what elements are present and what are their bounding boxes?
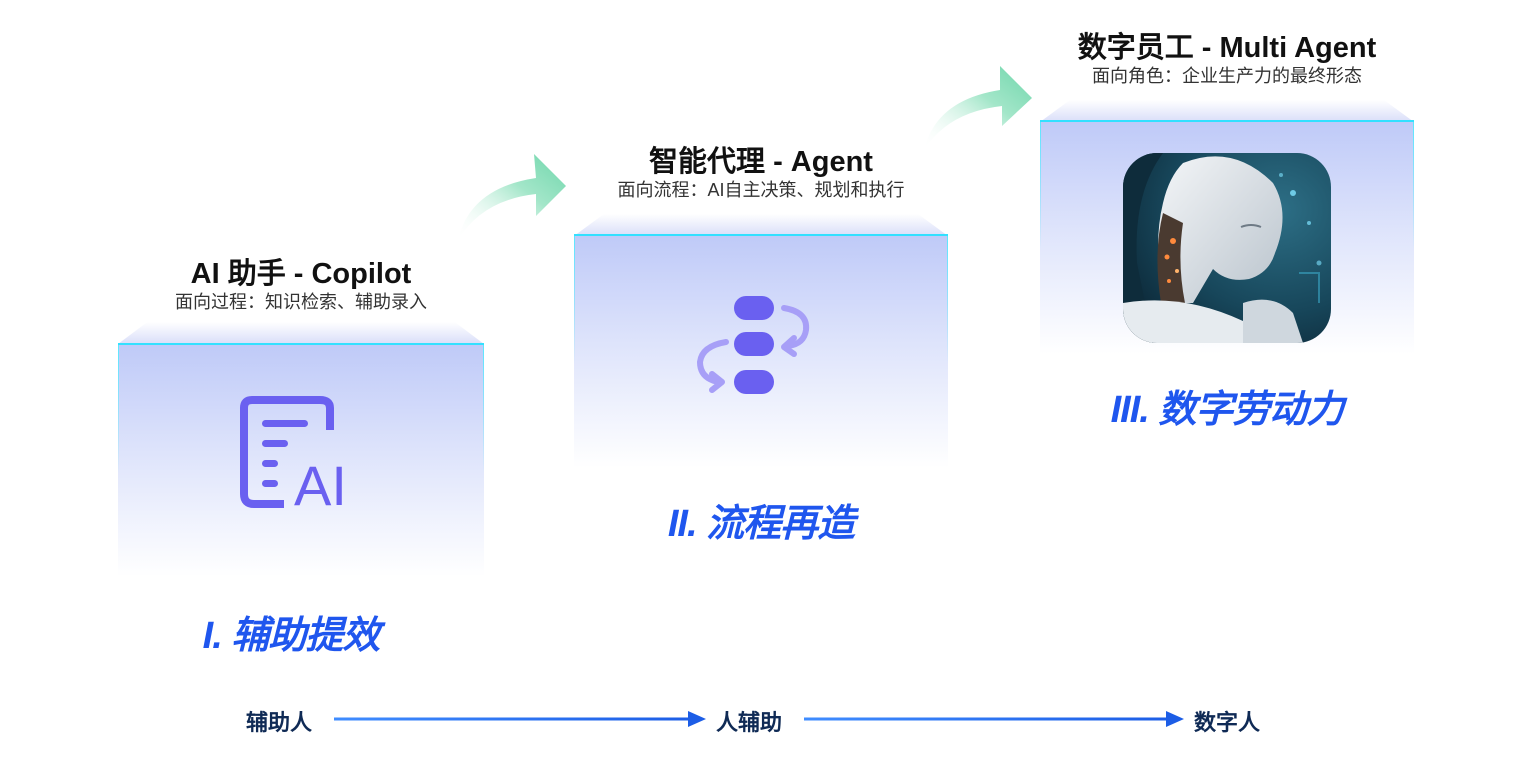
- flow-arrow-icon: [804, 711, 1184, 727]
- flow-label-digital-human: 数字人: [1194, 710, 1261, 735]
- stage-title: 数字员工 - Multi Agent: [1077, 32, 1377, 64]
- stage-subtitle: 面向过程：知识检索、辅助录入: [175, 292, 427, 312]
- robot-portrait-image: [1123, 153, 1331, 343]
- workflow-cycle-icon: [696, 296, 810, 394]
- stage-title: 智能代理 - Agent: [649, 146, 873, 178]
- box-lid: [574, 214, 948, 236]
- stage-subtitle: 面向角色：企业生产力的最终形态: [1092, 66, 1362, 86]
- stage-agent: 智能代理 - Agent 面向流程：AI自主决策、规划和执行 II. 流程再造: [574, 136, 948, 556]
- flow-arrow-icon: [334, 711, 706, 727]
- doc-icon-ai-text: AI: [294, 454, 347, 517]
- flow-label-human-assist: 人辅助: [716, 710, 783, 735]
- phase-label: III. 数字劳动力: [1110, 389, 1345, 431]
- stage-multi-agent: 数字员工 - Multi Agent 面向角色：企业生产力的最终形态: [1040, 22, 1414, 442]
- box-lid: [118, 322, 484, 344]
- flow-label-assist-human: 辅助人: [246, 710, 313, 735]
- document-ai-icon: AI: [240, 396, 347, 517]
- stage-copilot: AI 助手 - Copilot 面向过程：知识检索、辅助录入 AI I. 辅助提…: [118, 248, 484, 668]
- step-arrow-icon: [458, 154, 566, 240]
- phase-label: I. 辅助提效: [202, 615, 381, 657]
- stage-box: [118, 343, 484, 577]
- step-arrow-icon: [924, 66, 1032, 150]
- stage-title: AI 助手 - Copilot: [190, 258, 412, 290]
- box-lid: [1040, 100, 1414, 122]
- stage-subtitle: 面向流程：AI自主决策、规划和执行: [617, 180, 905, 200]
- phase-label: II. 流程再造: [667, 503, 855, 545]
